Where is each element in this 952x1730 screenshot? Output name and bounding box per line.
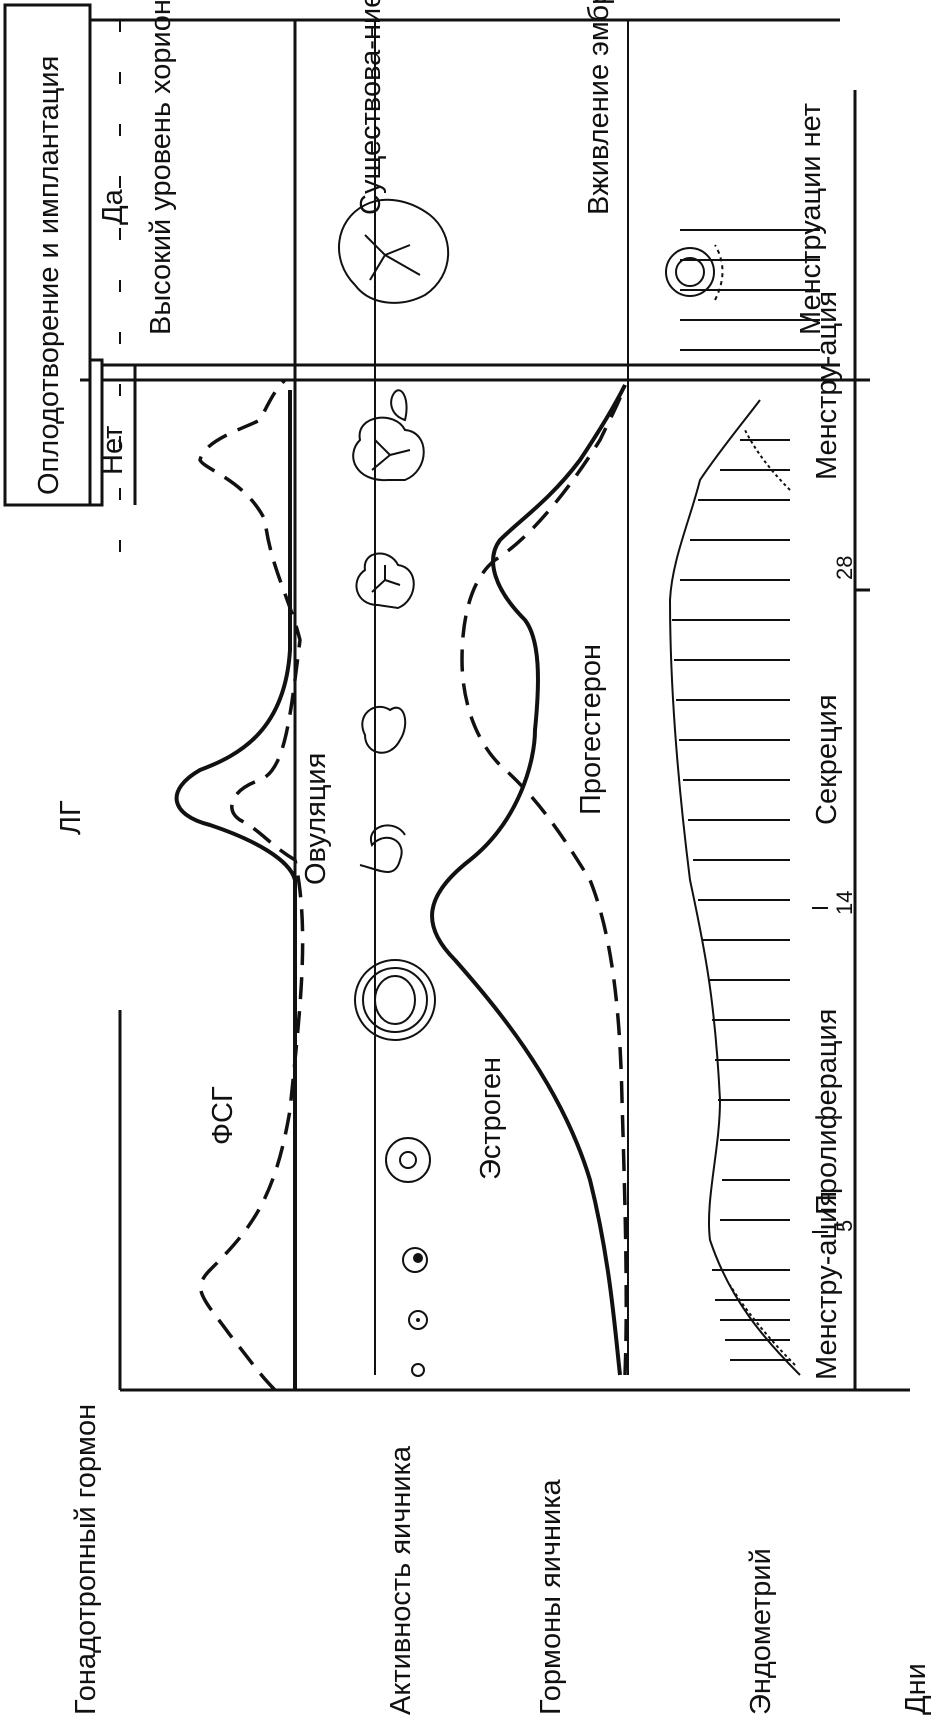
follicle-2 — [408, 1310, 428, 1330]
endometrium-glands — [672, 439, 790, 1361]
fertilization-header-box — [3, 3, 92, 507]
row-label-days: Дни — [900, 1663, 932, 1715]
embryo-text: Вживление эмбриона в децидуаль-ную оболо… — [583, 0, 615, 215]
hcg-text: Высокий уровень хорионического гонадотро… — [145, 0, 177, 335]
ovary-follicles — [338, 198, 450, 1377]
day-numbers: 5 14 28 — [832, 556, 857, 1232]
fertilization-yes: Да — [97, 188, 129, 225]
corpus-albicans — [390, 389, 408, 422]
follicle-1 — [411, 1363, 425, 1377]
corpus-luteum-2-veins — [371, 439, 411, 471]
follicle-4-cavity — [399, 1151, 417, 1169]
row-label-endometrium: Эндометрий — [745, 1548, 777, 1715]
follicle-3-core — [413, 1253, 423, 1263]
embryo-invasion — [714, 244, 724, 301]
day-28: 28 — [832, 556, 857, 580]
ovulation-label: Овуляция — [300, 753, 332, 885]
ruptured-follicle — [359, 824, 406, 873]
corpus-luteum-text: Существова-ние желтого тела — [355, 0, 387, 215]
phase-menstruation-start: Менстру-ация — [811, 1191, 843, 1380]
row-label-gonadotropic: Гонадотропный гормон — [70, 1404, 102, 1715]
implantation-endometrium — [680, 229, 820, 351]
frame — [80, 20, 910, 1392]
fsh-curve — [198, 378, 305, 1392]
ovary-hormone-curves: Эстроген Прогестерон — [430, 384, 628, 1376]
divider-bar — [88, 358, 104, 507]
fsh-label: ФСГ — [207, 1086, 239, 1145]
fertilization-no: Нет — [97, 426, 129, 475]
follicle-4 — [385, 1137, 431, 1183]
endometrium-shedding-start — [729, 1284, 796, 1366]
estrogen-label: Эстроген — [475, 1057, 507, 1180]
progesterone-curve — [460, 384, 628, 1376]
phase-proliferation: Пролиферация — [811, 1009, 843, 1215]
gonadotropic-curves: ЛГ ФСГ Овуляция — [55, 378, 332, 1392]
corpus-luteum-pregnancy-veins — [364, 234, 421, 281]
progesterone-label: Прогестерон — [575, 644, 607, 815]
lh-curve — [174, 390, 297, 1390]
phase-secretion: Секреция — [811, 694, 843, 825]
corpus-luteum-2 — [352, 416, 425, 482]
lh-label: ЛГ — [55, 800, 87, 835]
follicle-3 — [402, 1247, 428, 1273]
estrogen-curve — [430, 384, 627, 1376]
phase-menstruation-end: Менстру-ация — [811, 291, 843, 480]
embryo-inner — [675, 257, 705, 287]
day-14: 14 — [832, 891, 857, 915]
follicle-mature-cavity — [374, 975, 416, 1025]
endometrium — [665, 229, 820, 1376]
endometrium-shedding-end — [744, 429, 791, 491]
embryo-outer — [665, 247, 715, 297]
fertilization-panel: Оплодотворение и имплантация Нет Да Высо… — [3, 0, 840, 507]
fertilization-header: Оплодотворение и имплантация — [33, 56, 65, 495]
follicle-mature — [354, 959, 436, 1041]
phase-labels: Менстру-ация Пролиферация Секреция Менст… — [811, 291, 843, 1380]
row-label-ovary-hormones: Гормоны яичника — [535, 1478, 567, 1715]
corpus-luteum-1 — [355, 552, 415, 610]
corpus-luteum-1-veins — [371, 565, 401, 593]
row-labels: Гонадотропный гормон Активность яичника … — [70, 1404, 932, 1715]
endometrium-surface — [668, 399, 801, 1376]
row-label-ovary-activity: Активность яичника — [385, 1445, 417, 1715]
follicle-mature-inner — [362, 967, 428, 1033]
corpus-luteum-pregnancy — [338, 198, 450, 304]
day-5: 5 — [832, 1220, 857, 1232]
follicle-2-core — [416, 1318, 420, 1322]
forming-corpus-luteum — [361, 705, 407, 754]
no-menstruation-text: Менструации нет — [795, 103, 827, 335]
